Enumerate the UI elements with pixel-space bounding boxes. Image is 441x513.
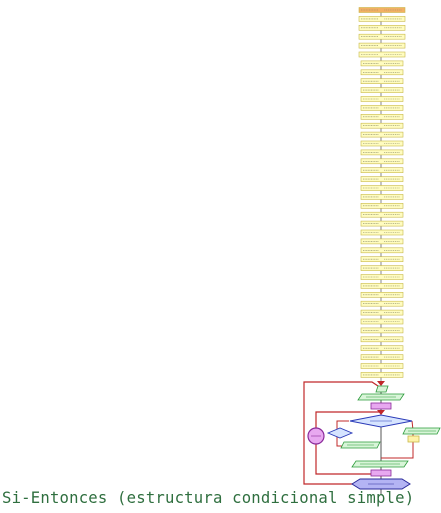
sequence-block[interactable]: [360, 354, 404, 360]
sequence-block[interactable]: [358, 33, 406, 40]
process-block-purple-2[interactable]: [370, 469, 392, 477]
start-block[interactable]: [358, 7, 406, 13]
sequence-block[interactable]: [360, 114, 404, 120]
sequence-block[interactable]: [360, 158, 404, 165]
sequence-block[interactable]: [360, 149, 404, 156]
sequence-block[interactable]: [360, 345, 404, 352]
sequence-block[interactable]: [360, 176, 404, 182]
sequence-block[interactable]: [360, 283, 404, 289]
decision-diamond-small[interactable]: [326, 427, 354, 439]
arrow-marker: [377, 410, 385, 415]
sequence-block[interactable]: [360, 265, 404, 271]
sequence-block[interactable]: [360, 372, 404, 378]
sequence-block[interactable]: [360, 140, 404, 147]
sequence-block[interactable]: [360, 309, 404, 316]
arrow-marker: [377, 381, 385, 386]
sequence-block[interactable]: [358, 16, 406, 22]
conditional-structure: [303, 381, 441, 494]
sequence-block[interactable]: [360, 96, 404, 102]
sequence-block[interactable]: [360, 229, 404, 236]
sequence-block[interactable]: [360, 220, 404, 227]
sequence-block[interactable]: [360, 247, 404, 254]
process-block-right[interactable]: [407, 435, 420, 443]
sequence-block[interactable]: [360, 185, 404, 191]
sequence-block[interactable]: [358, 51, 406, 58]
sequence-block[interactable]: [360, 238, 404, 245]
sequence-block[interactable]: [360, 318, 404, 325]
io-block-small[interactable]: [375, 385, 389, 393]
sequence-block[interactable]: [358, 24, 406, 31]
sequence-block[interactable]: [360, 291, 404, 298]
process-block-purple-1[interactable]: [370, 402, 392, 410]
sequence-block[interactable]: [360, 69, 404, 76]
sequence-blocks: [358, 7, 406, 382]
branch-line-right: [381, 420, 414, 459]
sequence-block[interactable]: [360, 274, 404, 280]
sequence-block[interactable]: [360, 122, 404, 129]
sequence-block[interactable]: [360, 105, 404, 111]
sequence-block[interactable]: [360, 167, 404, 173]
sequence-block[interactable]: [360, 256, 404, 263]
sequence-block[interactable]: [360, 194, 404, 200]
sequence-block[interactable]: [360, 87, 404, 93]
sequence-block[interactable]: [358, 42, 406, 49]
sequence-block[interactable]: [360, 78, 404, 84]
sequence-block[interactable]: [360, 203, 404, 209]
sequence-block[interactable]: [360, 60, 404, 67]
sequence-block[interactable]: [360, 131, 404, 138]
sequence-block[interactable]: [360, 300, 404, 307]
sequence-block[interactable]: [360, 327, 404, 334]
loop-line-outer: [303, 381, 382, 485]
sequence-block[interactable]: [360, 211, 404, 218]
diagram-caption: Si-Entonces (estructura condicional simp…: [2, 489, 415, 507]
sequence-block[interactable]: [360, 363, 404, 369]
sequence-block[interactable]: [360, 336, 404, 343]
